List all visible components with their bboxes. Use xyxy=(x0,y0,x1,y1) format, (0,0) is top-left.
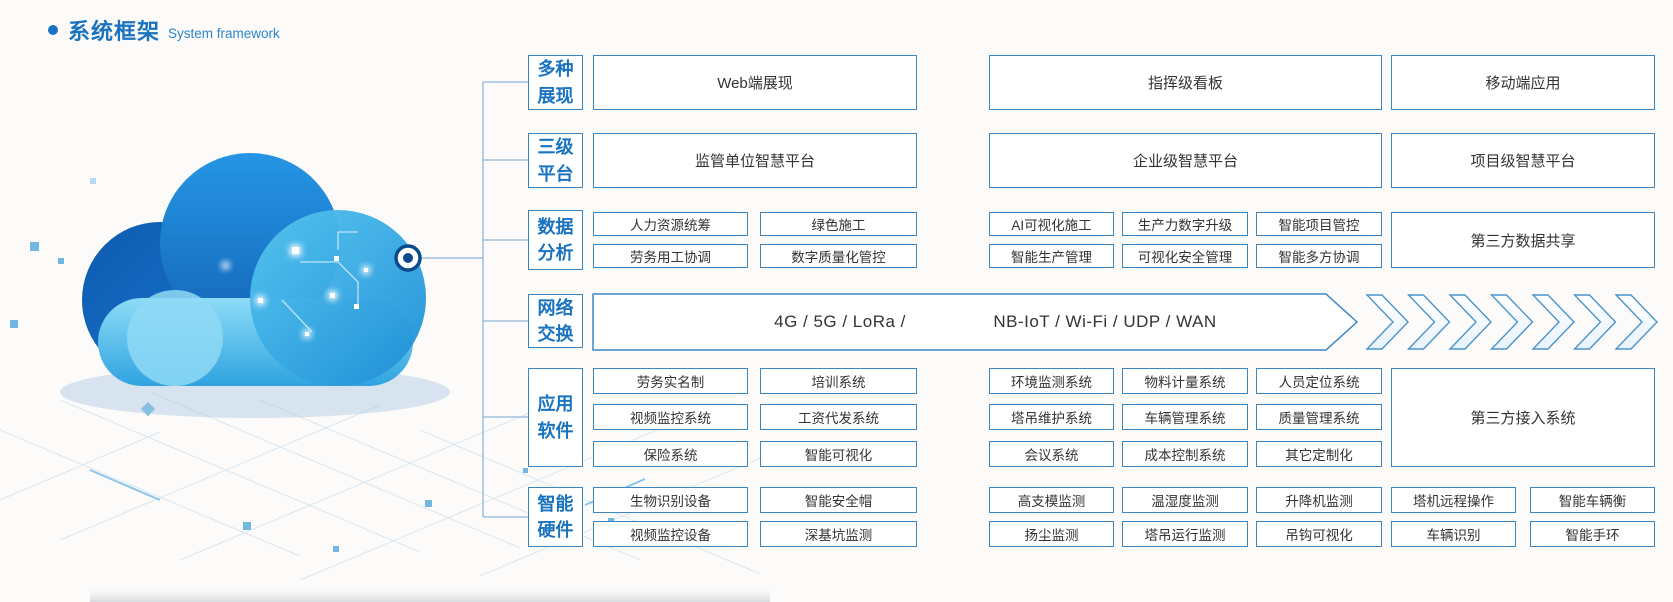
chevron-right-icon xyxy=(1489,294,1534,350)
item-box: 成本控制系统 xyxy=(1122,441,1248,467)
category-label-line: 三级 xyxy=(537,137,574,158)
item-box: 可视化安全管理 xyxy=(1122,244,1248,268)
item-box: 温湿度监测 xyxy=(1122,487,1248,513)
item-box: 智能生产管理 xyxy=(989,244,1114,268)
category-label-line: 数据 xyxy=(537,216,574,237)
item-box: 智能项目管控 xyxy=(1256,212,1382,236)
category-label-line: 软件 xyxy=(537,420,574,441)
item-box: 生物识别设备 xyxy=(593,487,748,513)
connector-node xyxy=(394,244,422,272)
item-box: 物料计量系统 xyxy=(1122,368,1248,394)
item-box: AI可视化施工 xyxy=(989,212,1114,236)
network-protocols-right: NB-IoT / Wi-Fi / UDP / WAN xyxy=(993,312,1217,331)
category-label-line: 展现 xyxy=(537,85,574,106)
category-label-line: 平台 xyxy=(537,163,574,184)
item-box: 塔吊维护系统 xyxy=(989,404,1114,430)
item-box: 其它定制化 xyxy=(1256,441,1382,467)
chevron-right-icon xyxy=(1406,294,1451,350)
flow-chevrons xyxy=(1365,294,1658,350)
category-label-line: 智能 xyxy=(537,493,574,514)
item-box: 劳务用工协调 xyxy=(593,244,748,268)
item-box: 视频监控设备 xyxy=(593,521,748,547)
chevron-right-icon xyxy=(1365,294,1409,350)
item-box: 人力资源统筹 xyxy=(593,212,748,236)
cloud-illustration xyxy=(60,153,450,418)
item-box: 智能可视化 xyxy=(760,441,917,467)
framework-box-mobile-app: 移动端应用 xyxy=(1391,55,1655,110)
item-box: 视频监控系统 xyxy=(593,404,748,430)
framework-box-command-board: 指挥级看板 xyxy=(989,55,1382,110)
category-label-line: 交换 xyxy=(537,324,574,344)
item-box: 智能安全帽 xyxy=(760,487,917,513)
item-box: 塔吊运行监测 xyxy=(1122,521,1248,547)
cloud-glow-squares xyxy=(222,245,370,338)
framework-box-third-party-data: 第三方数据共享 xyxy=(1391,212,1655,268)
category-software: 应用 软件 xyxy=(528,368,583,467)
category-label-line: 应用 xyxy=(537,394,574,415)
network-protocols-left: 4G / 5G / LoRa / xyxy=(774,312,906,331)
item-box: 塔机远程操作 xyxy=(1391,487,1516,513)
item-box: 车辆识别 xyxy=(1391,521,1516,547)
framework-box-enterprise-platform: 企业级智慧平台 xyxy=(989,133,1382,188)
item-box: 生产力数字升级 xyxy=(1122,212,1248,236)
category-label-line: 分析 xyxy=(537,243,574,263)
item-box: 深基坑监测 xyxy=(760,521,917,547)
item-box: 智能多方协调 xyxy=(1256,244,1382,268)
category-hardware: 智能 硬件 xyxy=(528,487,583,547)
item-box: 保险系统 xyxy=(593,441,748,467)
category-data-analysis: 数据 分析 xyxy=(528,210,583,270)
category-label-line: 网络 xyxy=(537,297,574,318)
title-en: System framework xyxy=(168,25,280,41)
item-box: 升降机监测 xyxy=(1256,487,1382,513)
framework-box-third-party-access: 第三方接入系统 xyxy=(1391,368,1655,467)
item-box: 高支模监测 xyxy=(989,487,1114,513)
chevron-right-icon xyxy=(1531,294,1575,350)
title-zh: 系统框架 xyxy=(68,19,161,44)
item-box: 会议系统 xyxy=(989,441,1114,467)
category-network: 网络 交换 xyxy=(528,294,583,348)
page-title: 系统框架 System framework xyxy=(48,14,280,46)
item-box: 数字质量化管控 xyxy=(760,244,917,268)
item-box: 车辆管理系统 xyxy=(1122,404,1248,430)
bullet-icon xyxy=(48,25,58,35)
item-box: 工资代发系统 xyxy=(760,404,917,430)
chevron-right-icon xyxy=(1448,294,1492,350)
category-label-line: 硬件 xyxy=(537,520,574,540)
item-box: 扬尘监测 xyxy=(989,521,1114,547)
item-box: 劳务实名制 xyxy=(593,368,748,394)
chevron-right-icon xyxy=(1614,294,1658,350)
item-box: 智能手环 xyxy=(1530,521,1655,547)
network-band xyxy=(592,293,1359,351)
framework-box-web-display: Web端展现 xyxy=(593,55,917,110)
category-presentation: 多种 展现 xyxy=(528,55,583,110)
item-box: 智能车辆衡 xyxy=(1530,487,1655,513)
item-box: 绿色施工 xyxy=(760,212,917,236)
chevron-right-icon xyxy=(1572,294,1617,350)
item-box: 培训系统 xyxy=(760,368,917,394)
framework-box-regulator-platform: 监管单位智慧平台 xyxy=(593,133,917,188)
category-label-line: 多种 xyxy=(537,59,574,80)
floor-shadow-strip xyxy=(90,584,770,602)
item-box: 质量管理系统 xyxy=(1256,404,1382,430)
item-box: 环境监测系统 xyxy=(989,368,1114,394)
category-platform: 三级 平台 xyxy=(528,133,583,188)
cloud-circuit-traces xyxy=(281,231,359,333)
connector-lines xyxy=(421,81,528,518)
framework-box-project-platform: 项目级智慧平台 xyxy=(1391,133,1655,188)
item-box: 吊钩可视化 xyxy=(1256,521,1382,547)
item-box: 人员定位系统 xyxy=(1256,368,1382,394)
